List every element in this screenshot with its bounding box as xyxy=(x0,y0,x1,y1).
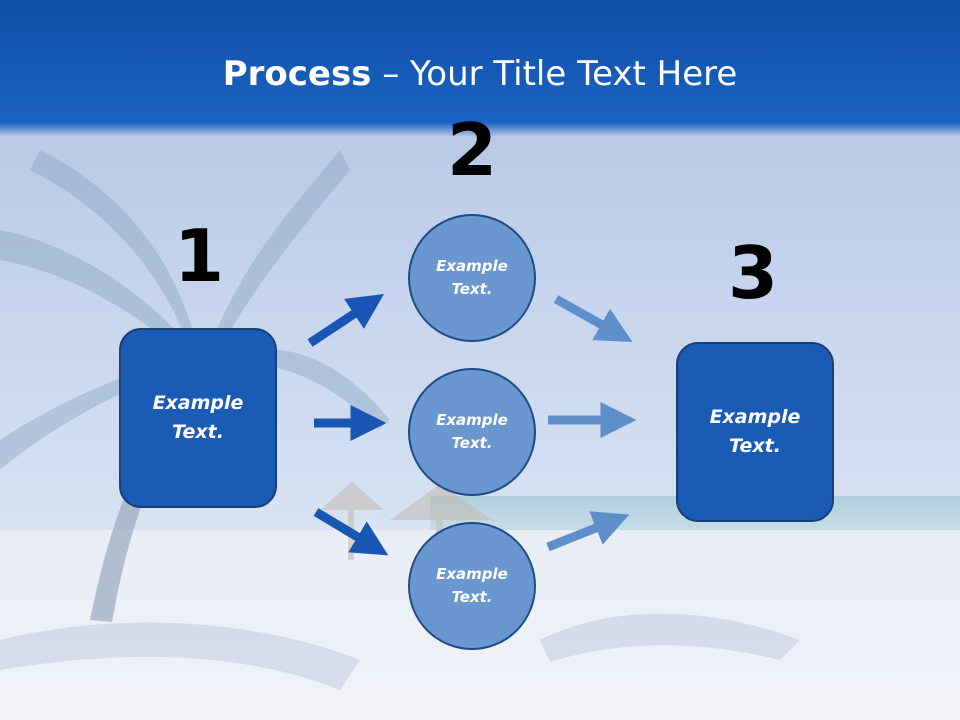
arrow-circle3-to-box3 xyxy=(546,511,630,552)
step-2-circle-middle: Example Text. xyxy=(408,368,536,496)
title-bold-text: Process xyxy=(222,54,372,94)
step-number-3: 3 xyxy=(727,231,779,315)
circle-top-text: Example Text. xyxy=(436,257,508,298)
step-number-2: 2 xyxy=(446,108,498,192)
step-3-box-text: Example Text. xyxy=(709,406,801,457)
slide-title: Process – Your Title Text Here xyxy=(0,48,960,100)
circle-bottom-text: Example Text. xyxy=(436,565,508,606)
arrow-box1-to-circle1 xyxy=(307,294,385,347)
title-rest-text: – Your Title Text Here xyxy=(371,54,738,94)
circle-middle-text: Example Text. xyxy=(436,411,508,452)
step-3-box: Example Text. xyxy=(676,342,834,522)
step-1-box-text: Example Text. xyxy=(152,392,244,443)
step-number-1: 1 xyxy=(173,214,225,298)
step-1-box: Example Text. xyxy=(119,328,277,508)
arrow-box1-to-circle3 xyxy=(313,508,389,556)
arrow-circle1-to-box3 xyxy=(553,295,633,343)
step-2-circle-bottom: Example Text. xyxy=(408,522,536,650)
step-2-circle-top: Example Text. xyxy=(408,214,536,342)
